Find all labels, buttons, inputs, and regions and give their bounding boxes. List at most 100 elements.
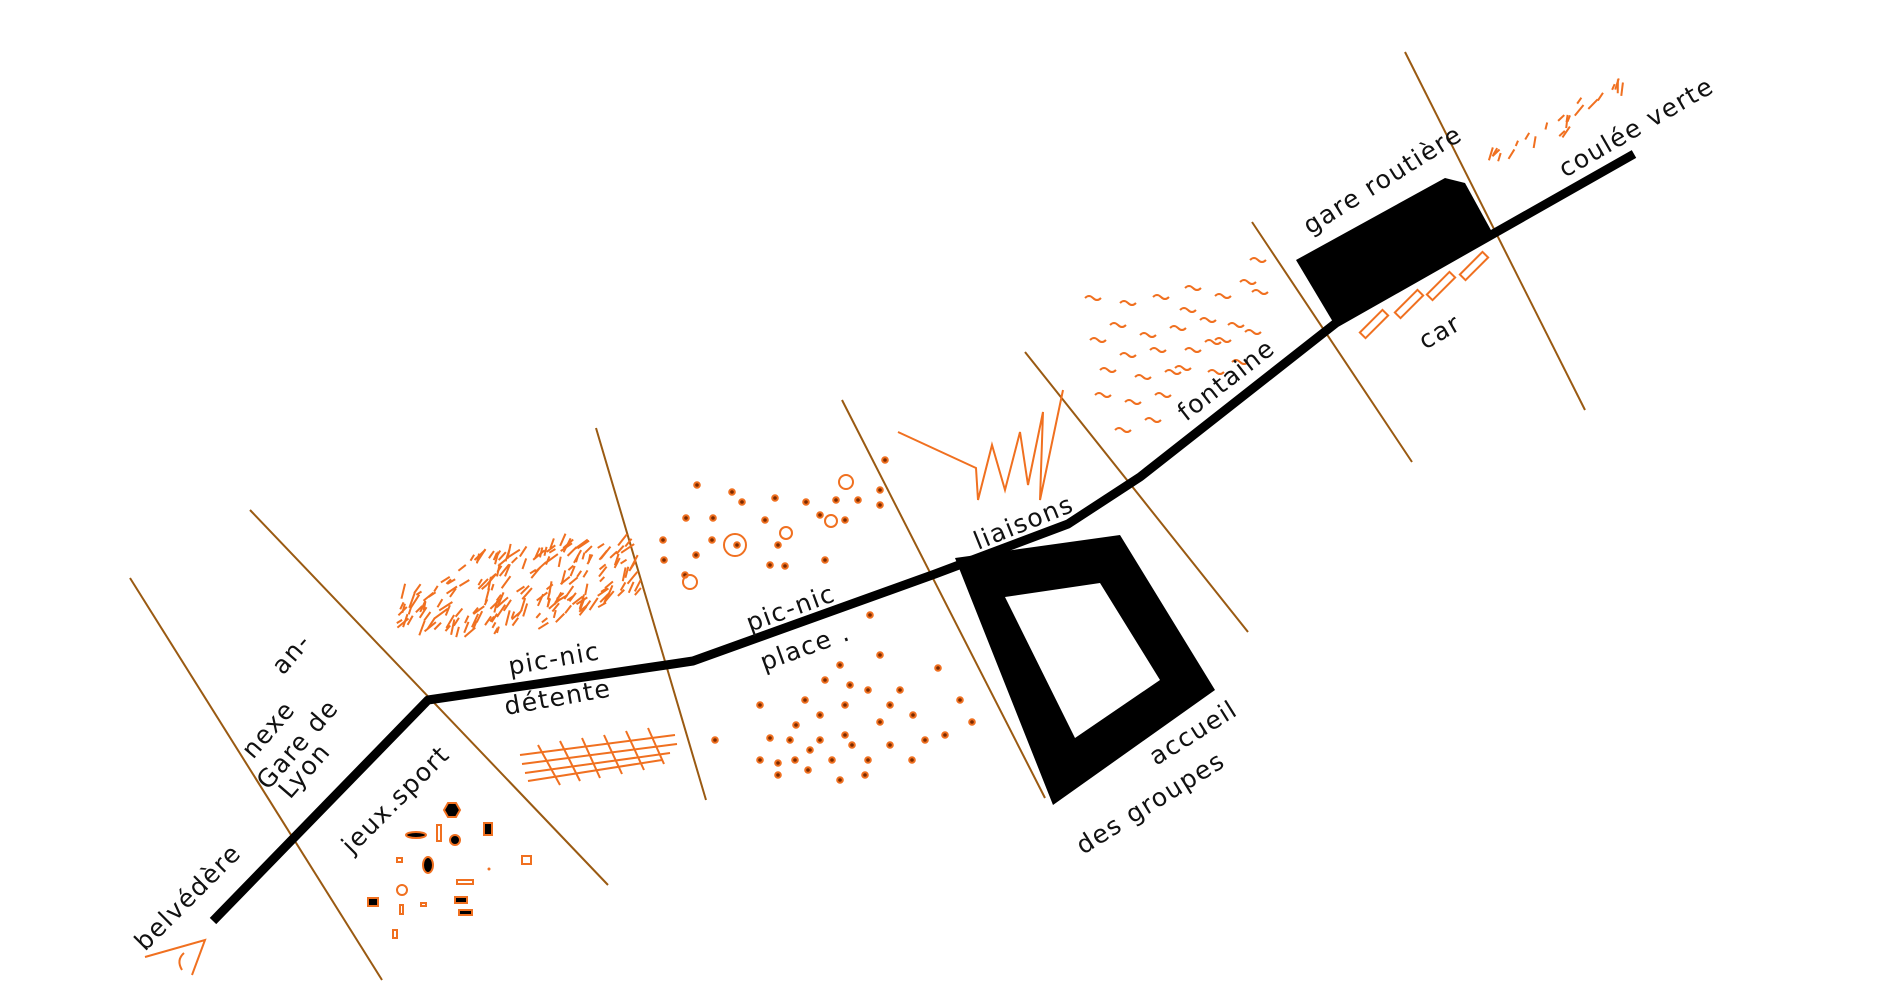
hatch-stroke [495,594,502,602]
tilde-mark [1244,329,1262,335]
hatch-stroke [434,607,449,619]
hatch-stroke [519,545,528,558]
dot-mark [692,551,700,559]
dot-mark [766,734,774,742]
tilde-mark [1227,322,1245,328]
hatch-stroke [537,621,549,630]
hatch-stroke [557,556,562,568]
tilde-mark [1231,359,1249,365]
hatch-stroke [551,602,560,613]
hatch-stroke [548,581,553,595]
rect-symbol [483,822,493,836]
divider-line [595,427,707,801]
label-coulee-verte: coulée verte [1554,71,1719,183]
hatch-stroke [564,604,572,614]
tilde-mark [1149,347,1167,353]
tilde-mark [1134,374,1152,380]
hatch-stroke [627,581,635,594]
hatch-stroke [613,553,620,566]
dot-mark [864,686,872,694]
hatch-stroke [489,615,495,623]
hatch-stroke [549,538,555,549]
hatch-stroke [521,587,533,600]
hatch-stroke [423,611,432,622]
hatch-stroke [469,554,475,562]
hatch-stroke [597,587,610,597]
hatch-stroke [464,615,470,624]
hatch-stroke [488,550,495,559]
hatch-stroke [483,598,489,606]
hatch-stroke [533,547,541,560]
hatch-stroke [1561,126,1571,139]
dot-mark [861,771,869,779]
tilde-mark [1119,300,1137,306]
dot-mark [806,746,814,754]
hatch-stroke [576,539,590,550]
hatch-stroke [446,578,456,585]
hatch-stroke [598,566,608,578]
dot-mark [896,686,904,694]
hatch-stroke [633,579,642,592]
hatch-stroke [444,624,451,632]
dot-mark [738,498,746,506]
dot-mark [708,536,716,544]
dot-mark [821,676,829,684]
hatch-stroke [511,556,518,564]
dot-mark [711,736,719,744]
hatch-stroke [620,558,628,565]
hatch-stroke [1524,132,1531,140]
hatch-stroke [490,583,495,591]
tilde-mark [1109,322,1127,328]
ellipse-symbol [422,856,434,874]
tilde-mark [1184,285,1202,291]
dot-mark [941,731,949,739]
dot-mark [756,701,764,709]
dot-mark [774,759,782,767]
hatch-stroke [584,583,589,596]
hatch-stroke [1611,83,1616,91]
hatch-stroke [609,550,618,559]
hatch-stroke [588,597,599,611]
hatch-stroke [463,626,476,638]
dot-mark [841,701,849,709]
hatch-stroke [418,620,426,636]
hatch-stroke [584,545,593,554]
hatch-stroke [463,621,470,634]
rect-symbol [367,897,379,907]
dot-mark [728,488,736,496]
hatch-stroke [450,619,456,636]
hatch-stroke [516,585,525,593]
tilde-mark [1179,307,1197,313]
main-path [209,150,1637,925]
rect-symbol [396,857,403,863]
hatch-stroke [576,570,583,578]
hatch-stroke [604,580,614,589]
hatch-stroke [494,551,500,565]
tilde-mark [1154,392,1172,398]
hatch-stroke [477,578,489,590]
hatch-stroke [477,578,483,586]
hatch-stroke [556,592,565,600]
hatch-stroke [497,551,507,561]
hatch-stroke [560,570,567,585]
hatch-stroke [446,585,458,595]
hatch-stroke [476,548,487,563]
dot-mark [854,496,862,504]
dot-mark [766,561,774,569]
hatch-stroke [496,565,503,573]
dot-mark [836,661,844,669]
texture-layer [396,78,1624,784]
hatch-stroke [574,538,589,550]
bus-stalls [1358,250,1490,340]
tilde-mark [1164,369,1182,375]
hatch-stroke [511,617,520,627]
label-car: car [1414,308,1466,355]
hatch-stroke [548,548,556,554]
hatch-stroke [1544,122,1549,130]
circle-symbol [396,884,408,896]
gare-routiere-building [1296,178,1492,322]
dot-mark [791,756,799,764]
hatch-stroke [520,585,530,595]
hatch-stroke [603,594,609,605]
